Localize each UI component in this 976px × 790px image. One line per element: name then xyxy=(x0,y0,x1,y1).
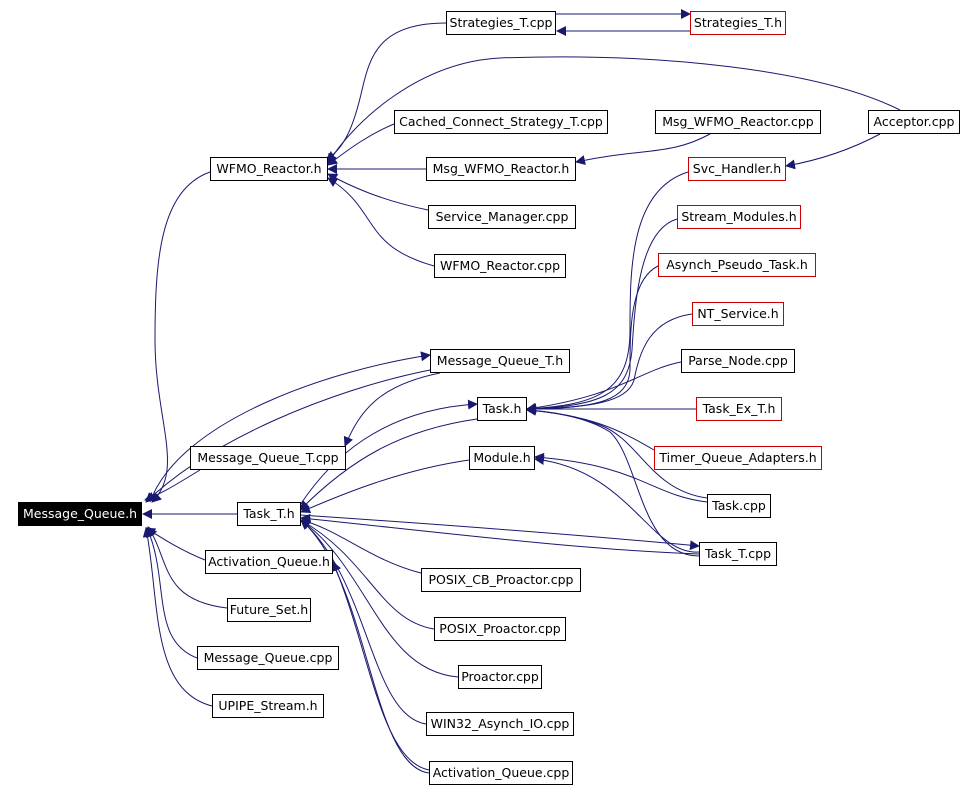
edge-posix-proactor-to-task-t-h xyxy=(300,519,435,630)
edge-task-t-cpp-to-task-h xyxy=(526,405,700,557)
node-task-h[interactable]: Task.h xyxy=(477,397,527,421)
node-activation-queue-h[interactable]: Activation_Queue.h xyxy=(205,550,333,574)
edge-posix-cb-proactor-to-task-t-h xyxy=(300,517,422,574)
edge-task-t-h-to-task-t-cpp xyxy=(299,514,700,551)
node-proactor-cpp[interactable]: Proactor.cpp xyxy=(458,665,542,689)
node-task-t-h[interactable]: Task_T.h xyxy=(237,502,301,526)
node-upipe-stream-h[interactable]: UPIPE_Stream.h xyxy=(212,694,324,718)
node-asynch-pseudo-task-h[interactable]: Asynch_Pseudo_Task.h xyxy=(658,253,816,277)
node-timer-queue-adapters-h[interactable]: Timer_Queue_Adapters.h xyxy=(654,446,822,470)
edge-win32-asynch-io-to-task-t-h xyxy=(300,519,427,725)
edge-nt-service-to-task-h xyxy=(526,313,693,414)
edge-svc-handler-to-task-h xyxy=(526,171,689,414)
node-posix-cb-proactor-cpp[interactable]: POSIX_CB_Proactor.cpp xyxy=(421,568,581,592)
edge-proactor-to-task-t-h xyxy=(300,519,459,678)
node-msg-wfmo-reactor-cpp[interactable]: Msg_WFMO_Reactor.cpp xyxy=(655,110,821,134)
edge-message-queue-t-h-to-message-queue-t-cpp xyxy=(343,372,441,447)
edge-stream-modules-to-task-h xyxy=(526,218,678,414)
node-future-set-h[interactable]: Future_Set.h xyxy=(227,598,311,622)
edge-upipe-stream-h-to-message-queue-h xyxy=(142,527,213,707)
edge-task-cpp-to-module-h xyxy=(534,452,708,503)
node-activation-queue-cpp[interactable]: Activation_Queue.cpp xyxy=(429,761,573,785)
node-wfmo-reactor-h[interactable]: WFMO_Reactor.h xyxy=(210,157,328,181)
node-posix-proactor-cpp[interactable]: POSIX_Proactor.cpp xyxy=(434,617,566,641)
edge-activation-queue-cpp-to-task-t-h xyxy=(300,519,430,774)
edge-task-t-h-to-task-h xyxy=(299,399,478,506)
edge-task-h-to-task-t-h xyxy=(299,418,478,511)
node-wfmo-reactor-cpp[interactable]: WFMO_Reactor.cpp xyxy=(434,254,566,278)
node-win32-asynch-io-cpp[interactable]: WIN32_Asynch_IO.cpp xyxy=(426,712,574,736)
node-nt-service-h[interactable]: NT_Service.h xyxy=(692,302,784,326)
edge-message-queue-t-h-to-message-queue-h xyxy=(145,369,431,503)
edge-cached-connect-to-wfmo-reactor-h xyxy=(327,123,395,166)
edge-strategies-cpp-to-wfmo-reactor-h xyxy=(325,22,447,161)
edge-wfmo-reactor-cpp-to-wfmo-reactor-h xyxy=(327,177,435,267)
edge-task-t-cpp-to-task-t-h xyxy=(300,513,700,555)
node-stream-modules-h[interactable]: Stream_Modules.h xyxy=(677,205,801,229)
edge-service-manager-to-wfmo-reactor-h xyxy=(327,173,429,211)
edge-parse-node-to-task-h xyxy=(526,361,682,413)
edge-msg-wfmo-reactor-cpp-to-msg-wfmo-reactor-h xyxy=(575,133,711,165)
edge-message-queue-t-cpp-to-message-queue-h xyxy=(144,469,201,502)
node-task-cpp[interactable]: Task.cpp xyxy=(707,494,771,518)
edge-task-t-cpp-to-module-h xyxy=(534,455,700,553)
node-task-t-cpp[interactable]: Task_T.cpp xyxy=(699,542,777,566)
node-message-queue-h[interactable]: Message_Queue.h xyxy=(18,502,142,526)
edge-activation-queue-cpp-to-activation-queue-h xyxy=(331,561,430,771)
edge-message-queue-h-to-message-queue-t-h xyxy=(149,351,431,503)
edge-message-queue-cpp-to-message-queue-h xyxy=(146,527,198,659)
node-task-ex-t-h[interactable]: Task_Ex_T.h xyxy=(696,397,782,421)
node-acceptor-cpp[interactable]: Acceptor.cpp xyxy=(868,110,960,134)
node-module-h[interactable]: Module.h xyxy=(469,446,535,470)
edge-activation-queue-h-to-message-queue-h xyxy=(145,527,206,561)
edge-acceptor-to-svc-handler-h xyxy=(785,133,881,170)
node-message-queue-t-cpp[interactable]: Message_Queue_T.cpp xyxy=(190,446,346,470)
edge-timer-queue-adapters-to-task-h xyxy=(526,405,655,451)
node-msg-wfmo-reactor-h[interactable]: Msg_WFMO_Reactor.h xyxy=(426,157,576,181)
edge-future-set-h-to-message-queue-h xyxy=(147,526,228,609)
node-message-queue-cpp[interactable]: Message_Queue.cpp xyxy=(197,646,339,670)
node-cached-connect-strategy-t-cpp[interactable]: Cached_Connect_Strategy_T.cpp xyxy=(394,110,608,134)
edge-acceptor-to-wfmo-reactor-h xyxy=(327,56,901,164)
node-message-queue-t-h[interactable]: Message_Queue_T.h xyxy=(430,349,570,373)
edge-wfmo-reactor-h-to-message-queue-h xyxy=(151,171,211,503)
edge-module-h-to-task-t-h xyxy=(300,459,470,513)
node-parse-node-cpp[interactable]: Parse_Node.cpp xyxy=(681,349,795,373)
node-service-manager-cpp[interactable]: Service_Manager.cpp xyxy=(428,205,576,229)
node-svc-handler-h[interactable]: Svc_Handler.h xyxy=(688,157,786,181)
node-strategies-t-cpp[interactable]: Strategies_T.cpp xyxy=(446,11,556,35)
node-strategies-t-h[interactable]: Strategies_T.h xyxy=(690,11,786,35)
